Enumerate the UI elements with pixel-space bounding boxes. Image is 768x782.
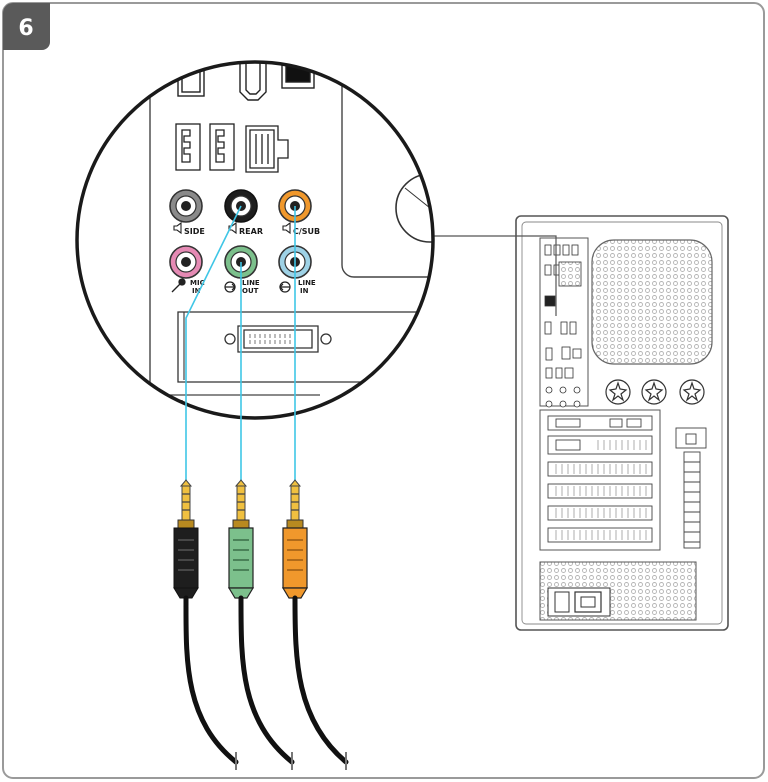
speaker-icon [282,221,291,235]
audio-port-line-out[interactable] [224,245,258,279]
label-line-out-1: LINE [242,279,260,287]
label-line-in-1: LINE [298,279,316,287]
audio-cables [183,595,349,765]
label-side: SIDE [184,227,205,236]
speaker-icon [173,221,182,235]
label-line-out-2: OUT [242,287,259,295]
label-mic-2: IN [192,287,201,295]
plug-black [173,479,199,599]
step-badge: 6 [3,3,50,50]
plug-green [227,479,255,599]
callout-line [430,235,557,316]
label-mic-1: MIC [190,279,205,287]
plug-orange [281,479,309,599]
label-line-in-2: IN [300,287,309,295]
label-rear: REAR [239,227,263,236]
microphone-icon [171,278,186,293]
label-csub: C/SUB [293,227,320,236]
fan-mesh [591,239,713,365]
step-number: 6 [18,16,33,41]
audio-port-mic-in[interactable] [169,245,203,279]
zoom-circle-border [75,60,435,420]
audio-port-side[interactable] [169,189,203,223]
cable-guides [185,205,296,490]
pc-tower [515,215,729,631]
